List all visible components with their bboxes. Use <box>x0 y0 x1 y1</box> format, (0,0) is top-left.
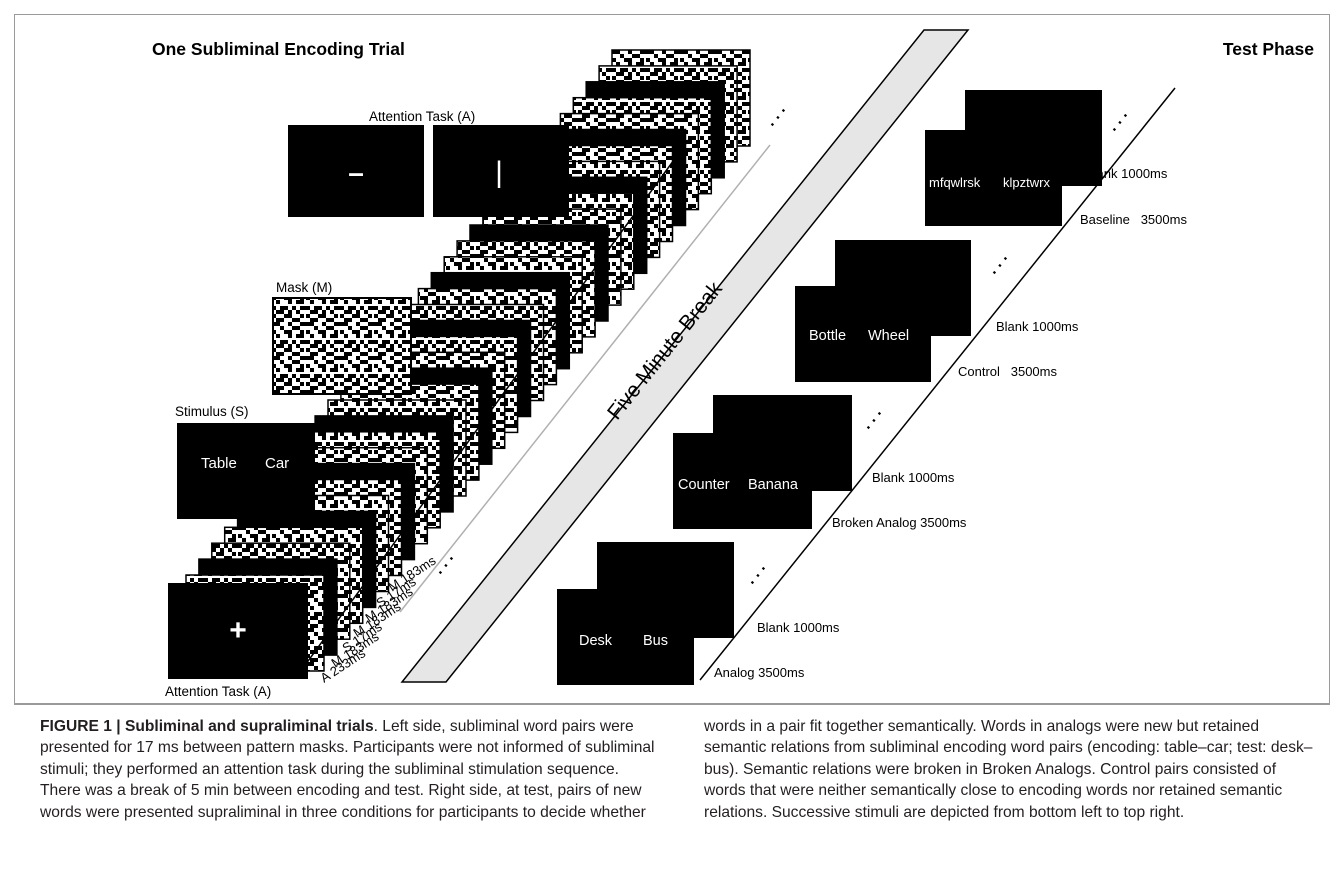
condition-label: Baseline 3500ms <box>1080 212 1187 227</box>
fixation-bar: | <box>495 156 503 189</box>
test-word-2: Wheel <box>868 328 909 344</box>
blank-label: Blank 1000ms <box>872 470 955 485</box>
attention-task-label-top: Attention Task (A) <box>369 109 475 124</box>
fixation-frame-front <box>168 583 308 679</box>
test-word-1: mfqwlrsk <box>929 175 981 190</box>
fixation-plus: + <box>229 614 247 647</box>
test-word-2: Banana <box>748 477 799 493</box>
ellipsis: . . . <box>1104 106 1131 134</box>
condition-label: Broken Analog 3500ms <box>832 515 967 530</box>
word-frame <box>673 433 812 529</box>
fixation-frame-top-left <box>288 125 424 217</box>
caption-label: FIGURE 1 | Subliminal and supraliminal t… <box>40 718 374 735</box>
test-word-2: klpztwrx <box>1003 175 1050 190</box>
mask-frame <box>272 297 412 395</box>
word-frame <box>925 130 1062 226</box>
encoding-timeline <box>299 137 691 673</box>
blank-label: Blank 1000ms <box>996 319 1079 334</box>
test-timeline <box>699 87 1176 681</box>
figure-caption: FIGURE 1 | Subliminal and supraliminal t… <box>40 716 1320 876</box>
ellipsis: . . . <box>430 549 457 577</box>
blank-label: Blank 1000ms <box>757 620 840 635</box>
encoding-timeline-inner <box>399 144 771 613</box>
test-word-1: Bottle <box>809 328 846 344</box>
caption-divider <box>14 704 1330 705</box>
test-word-1: Desk <box>579 633 613 649</box>
test-title: Test Phase <box>1223 39 1314 59</box>
figure-illustration: Five Minute Break One Subliminal Encodin… <box>152 29 1314 699</box>
fixation-frame-top-right <box>433 125 569 217</box>
stimulus-label: Stimulus (S) <box>175 404 249 419</box>
stimulus-frame <box>177 423 315 519</box>
figure-frame <box>14 14 1330 704</box>
ellipsis: . . . <box>858 404 885 432</box>
test-word-1: Counter <box>678 477 730 493</box>
condition-label: Control 3500ms <box>958 364 1057 379</box>
test-block-broken-analog: Counter Banana . . . Blank 1000ms Broken… <box>673 395 967 530</box>
fixation-minus: – <box>348 157 364 188</box>
test-block-analog: Desk Bus . . . Blank 1000ms Analog 3500m… <box>557 542 840 685</box>
word-frame <box>557 589 694 685</box>
blank-label: Blank 1000ms <box>1085 166 1168 181</box>
ellipsis: . . . <box>742 559 769 587</box>
encoding-title: One Subliminal Encoding Trial <box>152 39 405 59</box>
caption-text: . Left side, subliminal word pairs were … <box>40 718 1313 821</box>
ellipsis: . . . <box>984 249 1011 277</box>
break-band <box>400 29 970 683</box>
stimulus-word-1: Table <box>201 455 237 472</box>
attention-task-label-bottom: Attention Task (A) <box>165 684 271 699</box>
condition-label: Analog 3500ms <box>714 665 805 680</box>
stimulus-word-2: Car <box>265 455 289 472</box>
test-block-baseline: mfqwlrsk klpztwrx . . . Blank 1000ms Bas… <box>925 90 1187 227</box>
mask-label: Mask (M) <box>276 280 332 295</box>
test-word-2: Bus <box>643 633 668 649</box>
ellipsis: . . . <box>762 101 789 129</box>
word-frame <box>795 286 931 382</box>
